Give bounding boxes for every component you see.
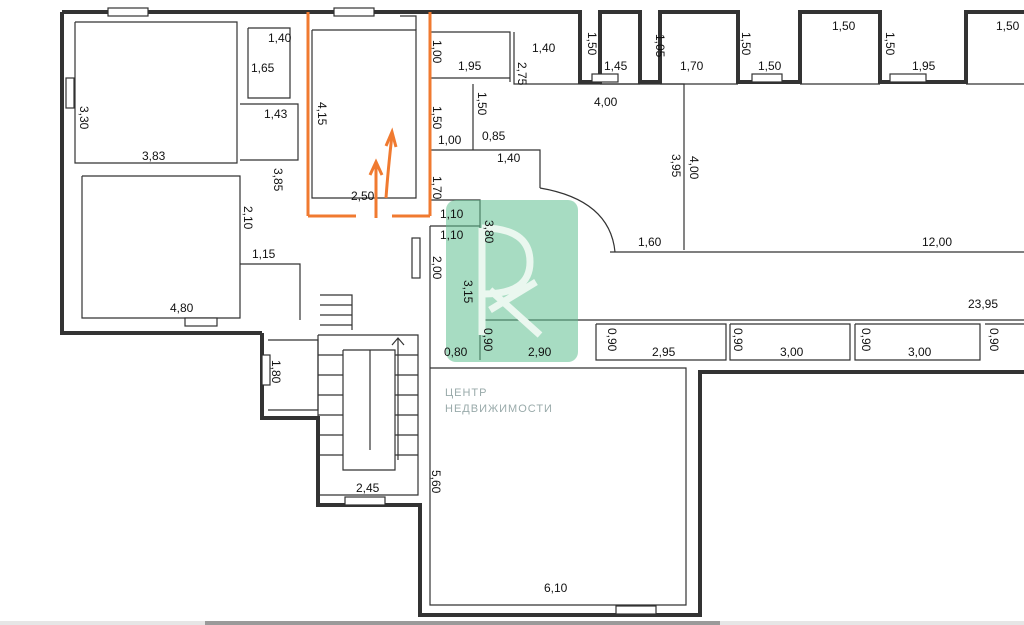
dimension-label: 1,50 bbox=[585, 32, 599, 56]
dimension-label: 1,05 bbox=[653, 34, 667, 58]
dimension-label: 2,90 bbox=[528, 345, 552, 359]
dimension-label: 0,90 bbox=[731, 328, 745, 352]
dimension-label: 0,90 bbox=[859, 328, 873, 352]
dimension-label: 1,40 bbox=[268, 31, 292, 45]
dimension-label: 23,95 bbox=[968, 297, 998, 311]
dimension-label: 1,95 bbox=[912, 59, 936, 73]
dimension-label: 1,10 bbox=[440, 228, 464, 242]
dimension-label: 4,80 bbox=[170, 301, 194, 315]
arrow-right-icon bbox=[384, 134, 394, 199]
dimension-label: 1,50 bbox=[475, 92, 489, 116]
dimension-label: 1,00 bbox=[430, 40, 444, 64]
dimension-label: 3,80 bbox=[482, 220, 496, 244]
watermark-line-1: ЦЕНТР bbox=[445, 387, 487, 399]
dimension-label: 1,80 bbox=[269, 360, 283, 384]
dimension-label: 6,10 bbox=[544, 581, 568, 595]
scrollbar-thumb[interactable] bbox=[205, 621, 720, 625]
dimension-label: 3,83 bbox=[142, 149, 166, 163]
staircase bbox=[317, 294, 419, 496]
dimension-label: 12,00 bbox=[922, 235, 952, 249]
dimension-label: 2,10 bbox=[241, 206, 255, 230]
dimension-label: 1,70 bbox=[680, 59, 704, 73]
dimension-label: 1,65 bbox=[251, 61, 275, 75]
dimension-label: 2,95 bbox=[652, 345, 676, 359]
dimension-label: 3,85 bbox=[271, 168, 285, 192]
dimension-label: 5,60 bbox=[429, 470, 443, 494]
dimension-label: 1,45 bbox=[604, 59, 628, 73]
dimension-label: 2,75 bbox=[515, 62, 529, 86]
dimension-label: 4,00 bbox=[687, 156, 701, 180]
dimension-label: 4,15 bbox=[315, 102, 329, 126]
dimension-label: 1,50 bbox=[739, 32, 753, 56]
dimension-label: 3,00 bbox=[908, 345, 932, 359]
dimension-label: 1,00 bbox=[438, 133, 462, 147]
watermark-logo: ЦЕНТР НЕДВИЖИМОСТИ bbox=[445, 200, 578, 415]
dimension-label: 3,30 bbox=[77, 106, 91, 130]
dimension-label: 1,50 bbox=[758, 59, 782, 73]
dimension-label: 0,90 bbox=[481, 328, 495, 352]
dimension-label: 1,15 bbox=[252, 247, 276, 261]
dimension-label: 2,50 bbox=[351, 189, 375, 203]
dimension-label: 3,00 bbox=[780, 345, 804, 359]
dimension-label: 1,50 bbox=[996, 19, 1020, 33]
dimension-label: 1,50 bbox=[832, 19, 856, 33]
dimension-label: 1,40 bbox=[532, 41, 556, 55]
dimension-label: 4,00 bbox=[594, 95, 618, 109]
watermark-line-2: НЕДВИЖИМОСТИ bbox=[445, 403, 553, 415]
highlighted-room bbox=[306, 12, 432, 218]
dimension-label: 3,15 bbox=[461, 280, 475, 304]
dimension-label: 0,90 bbox=[605, 328, 619, 352]
dimension-label: 2,00 bbox=[430, 256, 444, 280]
dimension-label: 0,90 bbox=[987, 328, 1001, 352]
dimension-label: 1,43 bbox=[264, 107, 288, 121]
dimension-labels: 1,40 1,65 3,30 3,83 1,43 4,15 3,85 2,50 … bbox=[77, 19, 1020, 595]
dimension-label: 1,95 bbox=[458, 59, 482, 73]
dimension-label: 1,40 bbox=[497, 151, 521, 165]
dimension-label: 1,50 bbox=[430, 106, 444, 130]
dimension-label: 0,80 bbox=[444, 345, 468, 359]
dimension-label: 1,10 bbox=[440, 207, 464, 221]
dimension-label: 2,45 bbox=[356, 481, 380, 495]
dimension-label: 0,85 bbox=[482, 129, 506, 143]
dimension-label: 1,50 bbox=[883, 32, 897, 56]
dimension-label: 1,60 bbox=[638, 235, 662, 249]
dimension-label: 3,95 bbox=[669, 154, 683, 178]
dimension-label: 1,70 bbox=[430, 176, 444, 200]
horizontal-scrollbar[interactable] bbox=[0, 621, 1024, 625]
windows bbox=[65, 7, 927, 615]
